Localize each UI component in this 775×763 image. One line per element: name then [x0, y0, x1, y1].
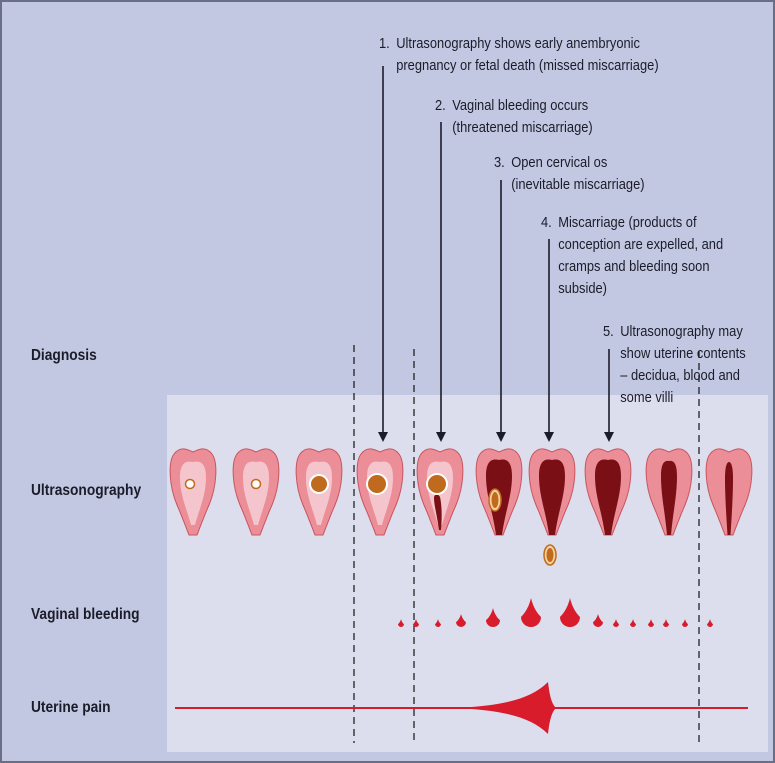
- arrow-head-4: [544, 432, 554, 442]
- uterus-stage-5: [417, 449, 463, 535]
- blood-drop: [456, 614, 466, 627]
- arrow-head-2: [436, 432, 446, 442]
- blood-drop: [593, 614, 603, 627]
- blood-drop: [663, 619, 669, 627]
- gestational-sac-core: [428, 475, 446, 493]
- blood-drop: [560, 598, 580, 627]
- uterus-stage-10: [706, 449, 752, 535]
- gestational-sac-core: [311, 476, 327, 492]
- arrow-head-5: [604, 432, 614, 442]
- uterus-stage-4: [357, 449, 403, 535]
- uterus-stages: [170, 449, 752, 565]
- uterus-stage-8: [585, 449, 631, 535]
- pain-line: [175, 682, 748, 734]
- arrow-head-1: [378, 432, 388, 442]
- gestational-sac-core: [492, 492, 499, 508]
- expelled-sac-core: [547, 548, 554, 562]
- blood-drop: [521, 598, 541, 627]
- open-cavity: [595, 460, 621, 535]
- gestational-sac: [252, 480, 261, 489]
- uterus-stage-6: [476, 449, 522, 535]
- stage-dividers: [354, 345, 699, 743]
- uterus-stage-9: [646, 449, 692, 535]
- uterus-stage-7: [529, 449, 575, 565]
- blood-drop: [435, 619, 441, 627]
- uterus-stage-3: [296, 449, 342, 535]
- blood-drop: [682, 619, 688, 627]
- gestational-sac: [186, 480, 195, 489]
- blood-drop: [413, 619, 419, 627]
- open-cavity: [539, 460, 565, 535]
- pain-crescendo: [455, 682, 556, 734]
- blood-drop: [613, 619, 619, 627]
- arrow-head-3: [496, 432, 506, 442]
- blood-drop: [630, 619, 636, 627]
- gestational-sac-core: [368, 475, 386, 493]
- uterus-stage-1: [170, 449, 216, 535]
- blood-drop: [398, 619, 404, 627]
- bleeding-drops: [398, 598, 713, 627]
- blood-drop: [486, 608, 500, 627]
- blood-drop: [707, 619, 713, 627]
- blood-drop: [648, 619, 654, 627]
- uterus-stage-2: [233, 449, 279, 535]
